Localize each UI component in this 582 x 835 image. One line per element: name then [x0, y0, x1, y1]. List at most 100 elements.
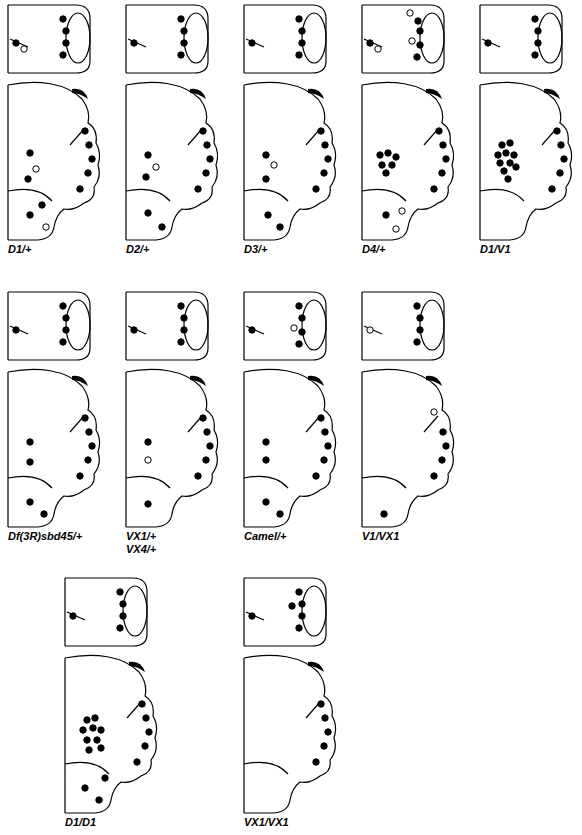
filled-dot	[532, 52, 538, 58]
filled-dot	[561, 156, 567, 162]
filled-dot	[263, 499, 269, 505]
filled-dot	[96, 797, 102, 803]
filled-dot	[98, 745, 104, 751]
filled-dot	[436, 128, 442, 134]
filled-dot	[25, 176, 31, 182]
segment-outline	[244, 655, 336, 813]
filled-dot	[89, 443, 95, 449]
filled-dot	[195, 473, 201, 479]
filled-dot	[318, 415, 324, 421]
filled-dot	[367, 40, 373, 46]
segment-outline	[244, 369, 336, 527]
filled-dot	[86, 429, 92, 435]
eye-outline	[302, 586, 326, 636]
filled-dot	[86, 747, 92, 753]
filled-dot	[393, 154, 399, 160]
filled-dot	[102, 775, 108, 781]
filled-dot	[145, 439, 151, 445]
filled-dot	[263, 439, 269, 445]
filled-dot	[203, 457, 209, 463]
filled-dot	[313, 473, 319, 479]
lobe-outline	[244, 762, 288, 774]
filled-dot	[249, 40, 255, 46]
filled-dot	[313, 759, 319, 765]
filled-dot	[94, 737, 100, 743]
segment-schematic	[480, 5, 572, 240]
filled-dot	[558, 142, 564, 148]
filled-dot	[322, 142, 328, 148]
filled-dot	[181, 40, 187, 46]
filled-dot	[200, 128, 206, 134]
genotype-label: D2/+	[126, 243, 150, 256]
filled-dot	[145, 152, 151, 158]
filled-dot	[318, 701, 324, 707]
filled-dot	[321, 170, 327, 176]
head-line	[482, 39, 500, 47]
filled-dot	[383, 212, 389, 218]
filled-dot	[27, 499, 33, 505]
filled-dot	[139, 701, 145, 707]
segment-outline	[126, 369, 218, 527]
filled-dot	[383, 170, 389, 176]
filled-dot	[263, 457, 269, 463]
filled-dot	[85, 457, 91, 463]
filled-dot	[549, 186, 555, 192]
filled-dot	[145, 501, 151, 507]
filled-dot	[431, 186, 437, 192]
filled-dot	[507, 160, 513, 166]
crescent-mark	[308, 662, 324, 672]
filled-dot	[63, 315, 69, 321]
crescent-mark	[426, 376, 442, 386]
filled-dot	[296, 625, 302, 631]
segment-outline	[8, 82, 100, 240]
head-outline	[126, 5, 208, 73]
filled-dot	[296, 341, 302, 347]
segment-outline	[362, 82, 454, 240]
filled-dot	[117, 625, 123, 631]
open-dot	[153, 164, 159, 170]
segment-schematic	[126, 5, 218, 240]
filled-dot	[485, 40, 491, 46]
segment-outline	[362, 369, 454, 527]
filled-dot	[134, 759, 140, 765]
filled-dot	[505, 176, 511, 182]
head-line	[246, 612, 264, 620]
filled-dot	[322, 715, 328, 721]
open-dot	[291, 325, 297, 331]
filled-dot	[299, 613, 305, 619]
open-dot	[43, 224, 49, 230]
filled-dot	[145, 210, 151, 216]
head-line	[128, 39, 146, 47]
segment-schematic	[244, 5, 336, 240]
filled-dot	[313, 186, 319, 192]
filled-dot	[204, 429, 210, 435]
filled-dot	[417, 28, 423, 34]
lobe-outline	[65, 762, 109, 774]
crescent-mark	[426, 89, 442, 99]
filled-dot	[84, 717, 90, 723]
segment-outline	[8, 369, 100, 527]
filled-dot	[82, 128, 88, 134]
filled-dot	[299, 601, 305, 607]
filled-dot	[299, 28, 305, 34]
filled-dot	[511, 152, 517, 158]
filled-dot	[143, 715, 149, 721]
segment-outline	[244, 82, 336, 240]
segment-schematic	[244, 292, 336, 527]
segment-schematic	[126, 292, 218, 527]
filled-dot	[321, 457, 327, 463]
filled-dot	[439, 170, 445, 176]
head-line	[10, 326, 28, 334]
head-outline	[244, 5, 326, 73]
filled-dot	[39, 202, 45, 208]
filled-dot	[143, 174, 149, 180]
filled-dot	[507, 140, 513, 146]
segment-outline	[126, 82, 218, 240]
filled-dot	[381, 511, 387, 517]
filled-dot	[265, 212, 271, 218]
filled-dot	[325, 729, 331, 735]
filled-dot	[503, 150, 509, 156]
filled-dot	[299, 315, 305, 321]
eye-outline	[184, 13, 208, 63]
